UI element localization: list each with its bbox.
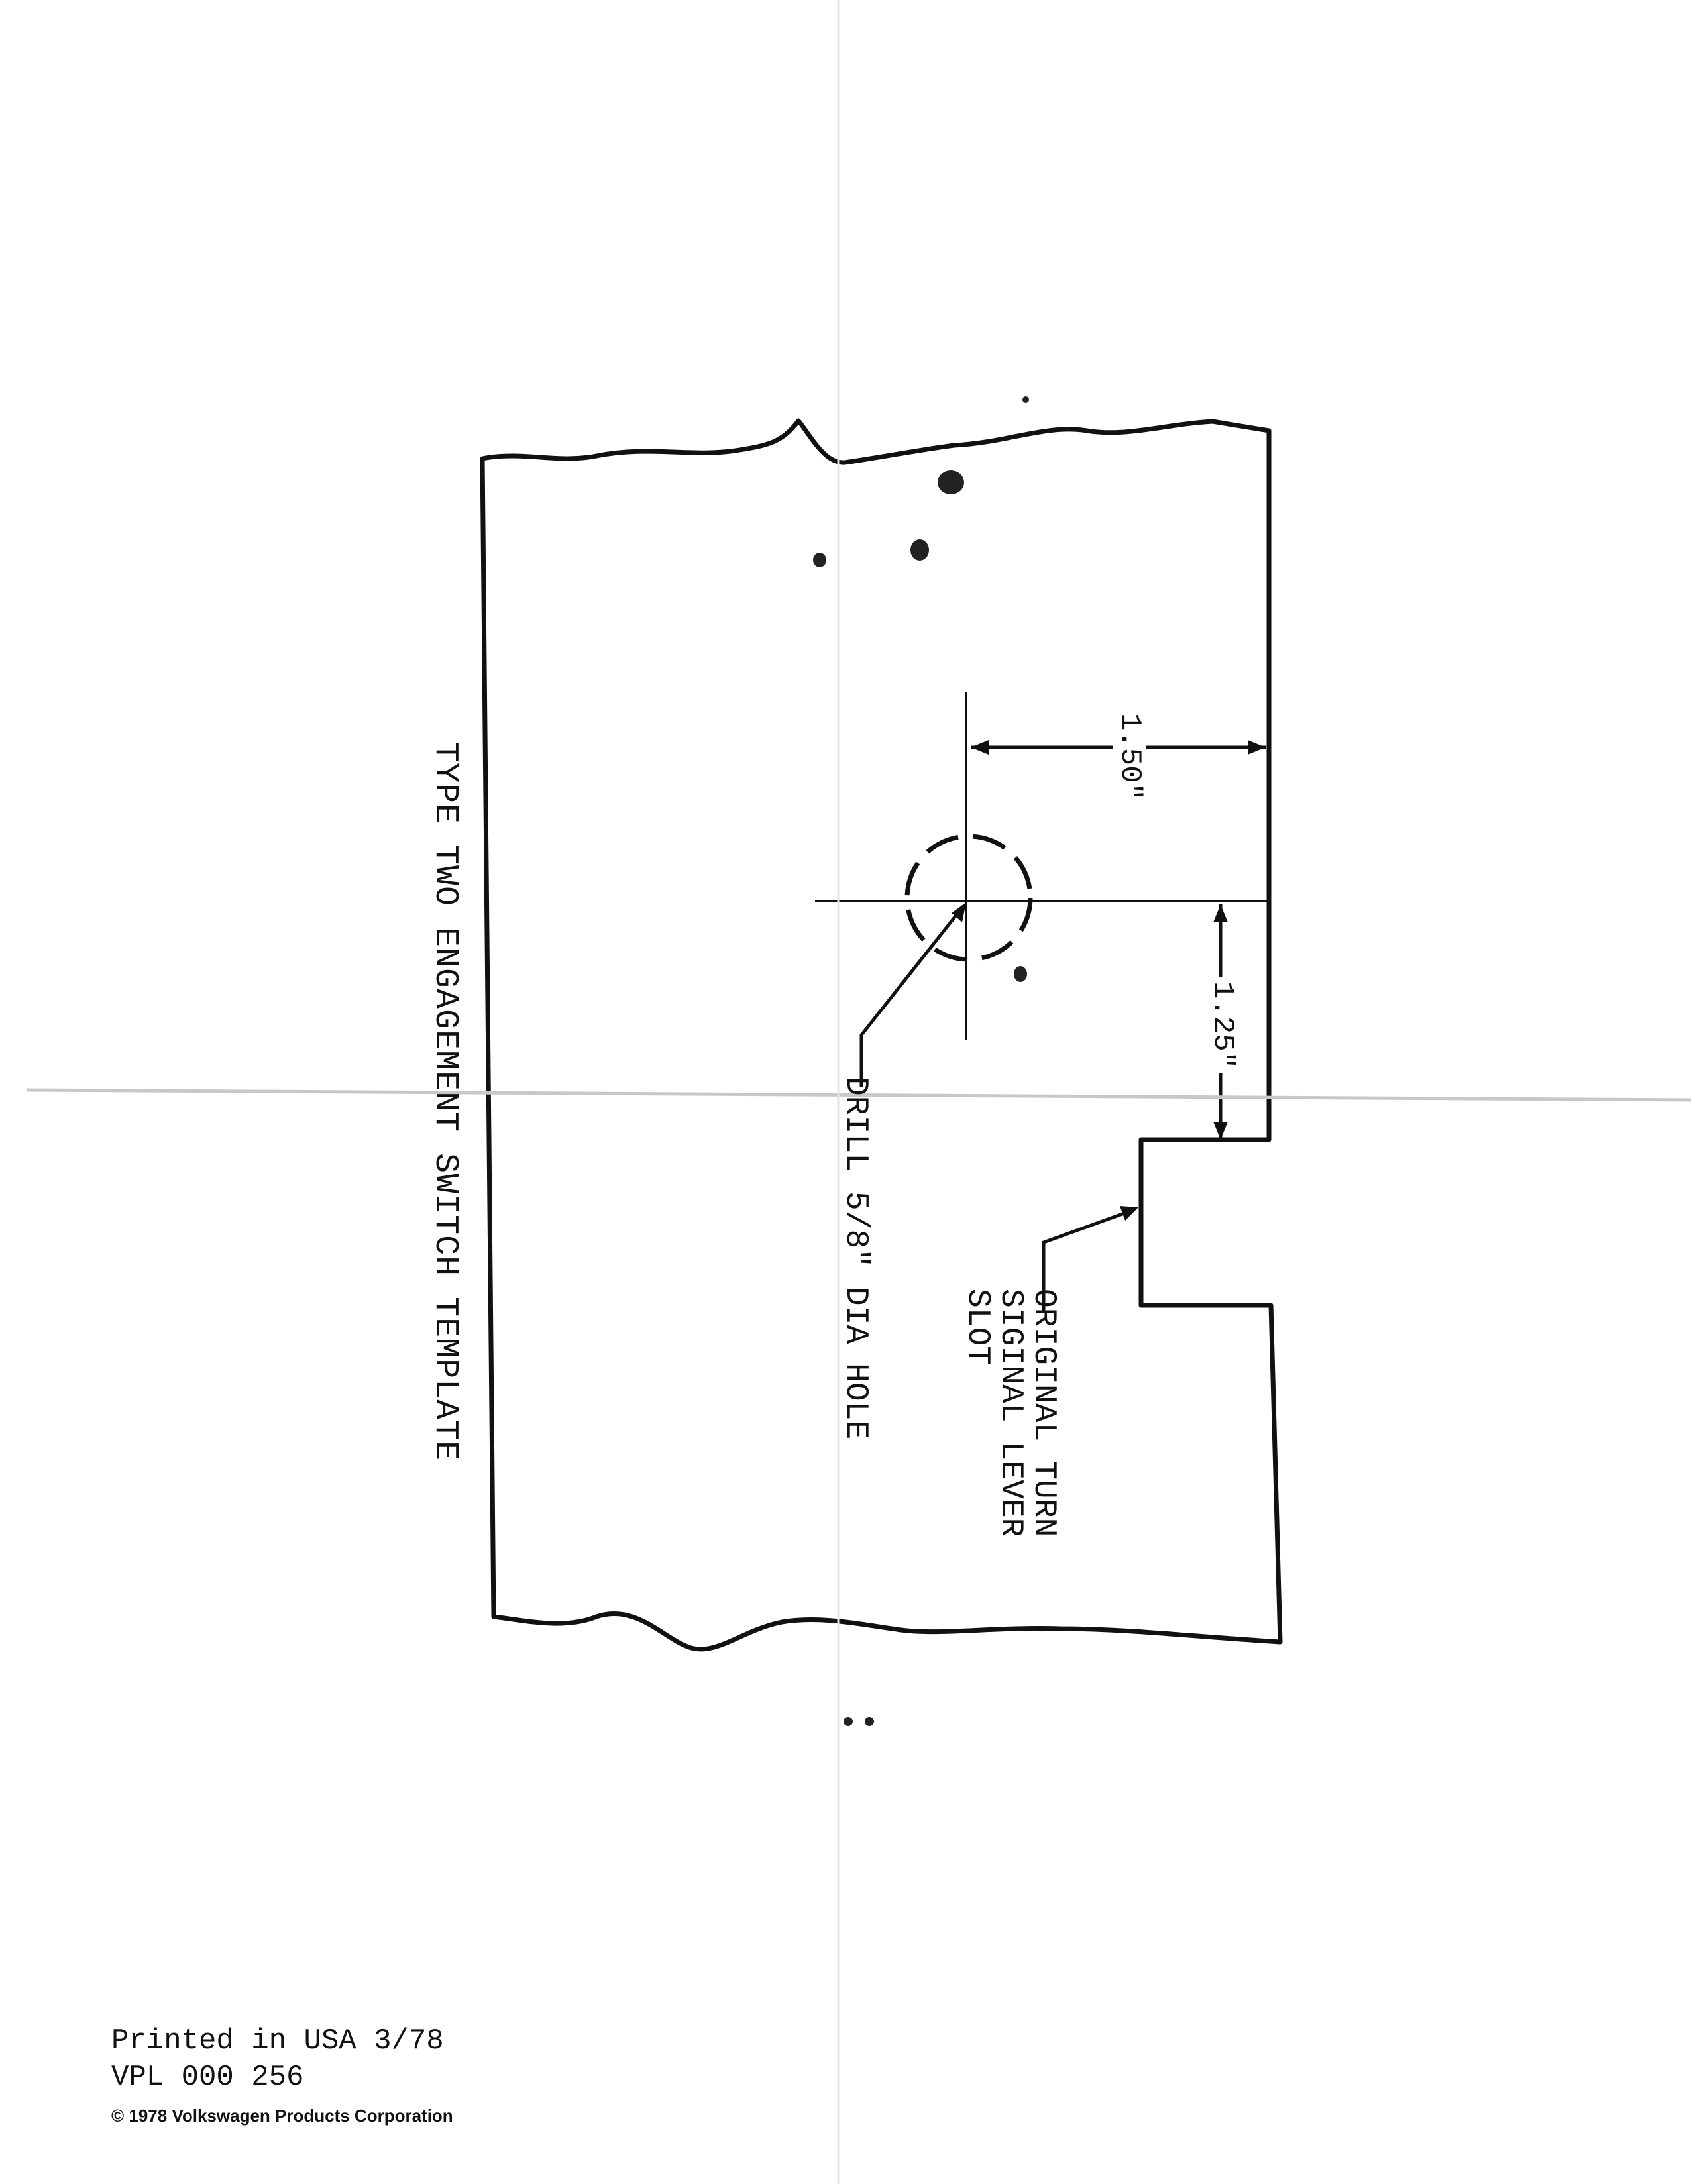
fold-crease <box>26 1088 1691 1102</box>
arrowhead-125-top <box>1213 904 1228 922</box>
arrowhead-125-bottom <box>1213 1122 1228 1140</box>
dimension-label-150: 1.50" <box>1113 709 1146 805</box>
slot-leader-line <box>1042 1209 1130 1312</box>
drill-hole-circle <box>904 834 1033 962</box>
drill-leader-arrowhead <box>952 902 966 922</box>
template-title: TYPE TWO ENGAGEMENT SWITCH TEMPLATE <box>426 742 464 1462</box>
template-outline <box>480 418 1283 1652</box>
slot-leader-arrowhead <box>1120 1206 1138 1221</box>
slot-note-line: ORIGINAL TURN <box>1026 1289 1062 1537</box>
ink-spots <box>813 396 1029 1726</box>
slot-note: ORIGINAL TURN SIGINAL LEVER SLOT <box>959 1289 1062 1537</box>
copyright: © 1978 Volkswagen Products Corporation <box>111 2106 453 2126</box>
arrowhead-150-left <box>971 740 989 755</box>
arrowhead-150-right <box>1248 740 1266 755</box>
print-info: Printed in USA 3/78 <box>111 2024 444 2057</box>
slot-note-line: SIGINAL LEVER <box>993 1289 1028 1537</box>
drill-note: DRILL 5/8" DIA HOLE <box>838 1077 873 1440</box>
slot-note-line: SLOT <box>959 1289 995 1366</box>
drill-leader-line <box>859 910 961 1087</box>
dimension-label-125: 1.25" <box>1206 977 1239 1073</box>
part-code: VPL 000 256 <box>111 2061 304 2094</box>
